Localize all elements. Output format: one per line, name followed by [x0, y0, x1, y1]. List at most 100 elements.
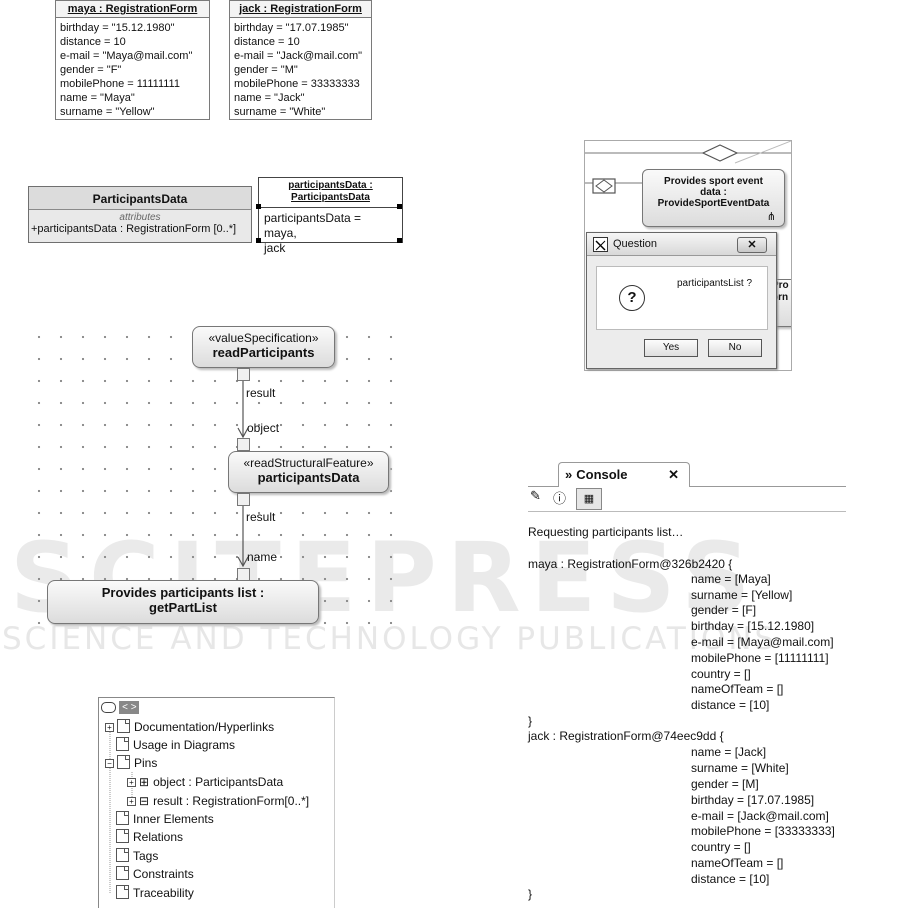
tree-item-label: Traceability [133, 886, 194, 900]
maya-registration-form[interactable]: maya : RegistrationForm birthday = "15.1… [55, 0, 210, 120]
maya-row: mobilePhone = 11111111 [60, 78, 180, 90]
console-field: surname = [White] [691, 761, 789, 775]
tree-item-label: object : ParticipantsData [153, 775, 284, 789]
console-field: gender = [F] [691, 603, 757, 617]
dialog-title: Question [613, 238, 658, 250]
tree-item-label: Pins [134, 756, 158, 770]
input-pin-icon: ⊞ [139, 775, 150, 789]
jack-row: name = "Jack" [234, 92, 305, 104]
tree-item-traceability[interactable]: Traceability [116, 884, 194, 902]
console-field: surname = [Yellow] [691, 588, 793, 602]
clear-console-icon[interactable]: ✎ [530, 488, 541, 503]
tree-item-documentation[interactable]: + Documentation/Hyperlinks [105, 718, 274, 736]
pin-label-name: name [247, 550, 278, 564]
pin-console-icon[interactable]: ▦ [576, 488, 602, 510]
dialog-titlebar: Question ✕ [587, 233, 776, 256]
instance-slot-line1: participantsData = maya, [264, 211, 362, 240]
expand-icon[interactable]: + [105, 723, 114, 732]
console-field: gender = [M] [691, 777, 759, 791]
output-pin-icon: ⊟ [139, 794, 150, 808]
expand-icon[interactable]: + [127, 797, 136, 806]
instance-title-line1: participantsData : [288, 180, 373, 191]
pin-object-input[interactable] [237, 438, 250, 451]
close-icon[interactable]: ✕ [668, 467, 679, 482]
specification-tree: < > + Documentation/Hyperlinks Usage in D… [98, 697, 335, 908]
instance-title: participantsData : ParticipantsData [259, 178, 402, 208]
tree-item-label: Relations [133, 830, 184, 844]
action-stereotype: «readStructuralFeature» [243, 456, 374, 470]
jack-registration-form[interactable]: jack : RegistrationForm birthday = "17.0… [229, 0, 372, 120]
pin-result-output[interactable] [237, 493, 250, 506]
document-icon [116, 829, 129, 843]
document-icon [116, 737, 129, 751]
console-field: nameOfTeam = [] [691, 856, 784, 870]
instance-slot: participantsData = maya, jack [259, 208, 402, 259]
flow-edge [734, 141, 791, 164]
console-field: e-mail = [Jack@mail.com] [691, 809, 829, 823]
participants-data-instance[interactable]: participantsData : ParticipantsData part… [258, 177, 403, 255]
console-field: name = [Jack] [691, 745, 767, 759]
question-dialog[interactable]: Question ✕ ? participantsList ? Yes No [586, 232, 777, 369]
participants-data-class[interactable]: ParticipantsData attributes +participant… [28, 186, 252, 243]
question-icon: ? [619, 285, 645, 311]
collapse-icon[interactable] [101, 702, 116, 714]
console-tab-bar: »Console ✕ [528, 458, 846, 487]
decision-node [595, 179, 613, 193]
tree-item-tags[interactable]: Tags [116, 847, 158, 865]
collapse-node-icon[interactable]: − [105, 759, 114, 768]
provides-participants-list-action[interactable]: Provides participants list : getPartList [47, 580, 319, 624]
console-jack-header: jack : RegistrationForm@74eec9dd { [528, 729, 724, 743]
maya-row: name = "Maya" [60, 92, 135, 104]
pin-label-result: result [246, 386, 276, 400]
tree-item-pins[interactable]: − Pins [105, 754, 157, 772]
maya-row: surname = "Yellow" [60, 106, 155, 118]
console-tab-label: Console [576, 467, 628, 482]
jack-row: gender = "M" [234, 64, 298, 76]
read-structural-feature-action[interactable]: «readStructuralFeature» participantsData [228, 451, 389, 493]
pin-result-output[interactable] [237, 368, 250, 381]
console-close-brace: } [528, 714, 533, 728]
navigate-icon[interactable]: < > [119, 701, 140, 715]
tree-item-usage[interactable]: Usage in Diagrams [116, 736, 235, 754]
selection-handle[interactable] [397, 238, 402, 243]
jack-row: mobilePhone = 33333333 [234, 78, 360, 90]
class-attribute: +participantsData : RegistrationForm [0.… [31, 223, 237, 235]
tree-item-relations[interactable]: Relations [116, 828, 183, 846]
expand-icon[interactable]: + [127, 778, 136, 787]
decision-node [701, 144, 739, 162]
tree-item-object-pin[interactable]: +⊞object : ParticipantsData [127, 773, 283, 791]
provides-sport-event-action[interactable]: Provides sport event data : ProvideSport… [642, 169, 785, 227]
yes-button[interactable]: Yes [644, 339, 698, 357]
tree-item-label: Usage in Diagrams [133, 738, 236, 752]
read-participants-action[interactable]: «valueSpecification» readParticipants [192, 326, 335, 368]
maya-row: gender = "F" [60, 64, 122, 76]
selection-handle[interactable] [256, 204, 261, 209]
tree-item-label: Documentation/Hyperlinks [134, 720, 275, 734]
no-button[interactable]: No [708, 339, 762, 357]
fragment-lines [585, 141, 791, 194]
tree-toolbar: < > [101, 700, 140, 715]
selection-handle[interactable] [397, 204, 402, 209]
info-icon[interactable]: ⓘ [553, 491, 567, 506]
console-field: country = [] [691, 667, 751, 681]
selection-handle[interactable] [256, 238, 261, 243]
tree-item-inner-elements[interactable]: Inner Elements [116, 810, 214, 828]
action-name-line1: Provides participants list : [101, 585, 265, 600]
document-icon [117, 719, 130, 733]
console-field: birthday = [15.12.1980] [691, 619, 815, 633]
console-field: mobilePhone = [11111111] [691, 651, 829, 665]
jack-row: distance = 10 [234, 36, 300, 48]
close-icon[interactable]: ✕ [737, 237, 767, 253]
instance-slot-line2: jack [264, 241, 286, 255]
tree-item-label: Inner Elements [133, 812, 214, 826]
tree-item-constraints[interactable]: Constraints [116, 865, 194, 883]
console-intro: Requesting participants list… [528, 525, 684, 539]
attributes-compartment-label: attributes [119, 212, 161, 223]
dialog-message: participantsList ? [677, 278, 753, 289]
document-icon [116, 885, 129, 899]
tree-item-label: Tags [133, 849, 159, 863]
tree-item-result-pin[interactable]: +⊟result : RegistrationForm[0..*] [127, 792, 309, 810]
console-field: distance = [10] [691, 698, 770, 712]
action-stereotype: «valueSpecification» [208, 331, 319, 345]
tab-console[interactable]: »Console ✕ [558, 462, 690, 487]
